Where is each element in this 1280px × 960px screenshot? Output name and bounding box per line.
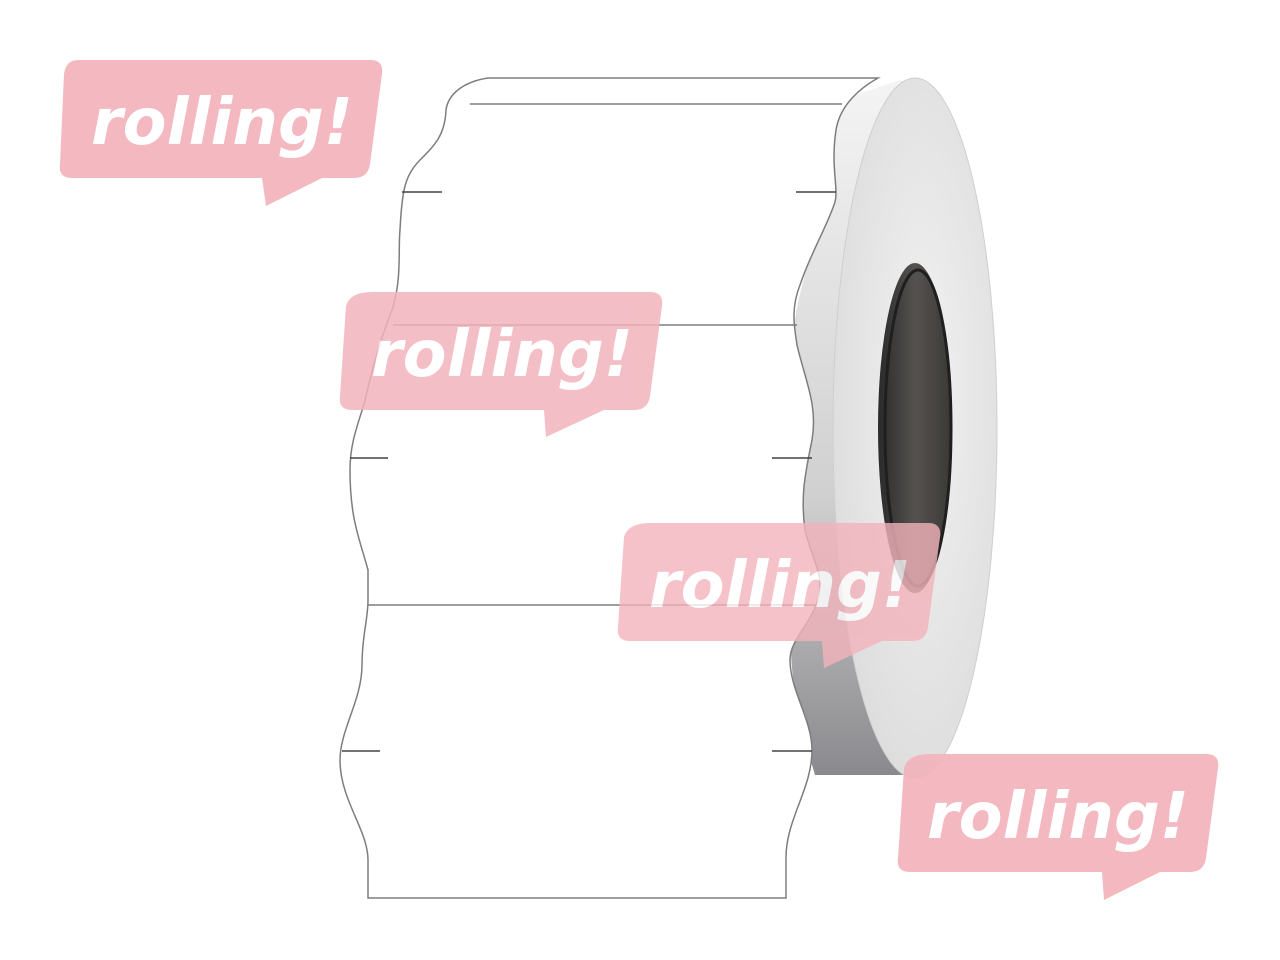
watermark-bubble: rolling!	[339, 292, 663, 437]
watermark-bubble: rolling!	[897, 754, 1219, 900]
watermark-bubble: rolling!	[617, 523, 941, 668]
watermark-bubble: rolling!	[59, 60, 383, 206]
watermark-text: rolling!	[371, 318, 633, 392]
roll-core	[878, 263, 952, 593]
watermark-text: rolling!	[927, 780, 1189, 854]
watermark-text: rolling!	[649, 549, 911, 623]
label-strip	[339, 77, 881, 899]
watermark-text: rolling!	[91, 86, 353, 160]
